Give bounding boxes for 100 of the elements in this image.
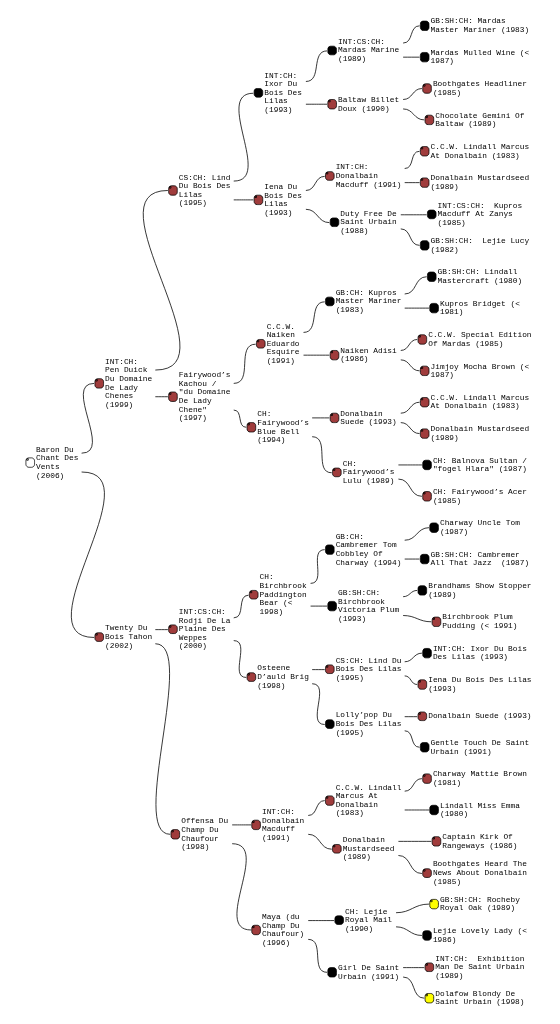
node-label: INT:CH: Donalbain Macduff (1991) xyxy=(261,806,305,842)
connector xyxy=(307,833,333,850)
node-label: C.C.W. Lindall Marcus At Donalbain (1983) xyxy=(430,392,530,411)
connector xyxy=(311,683,326,725)
connector xyxy=(404,150,420,169)
node-label: Chocolate Gemini Of Baltaw (1989) xyxy=(435,110,525,129)
connector xyxy=(395,903,430,914)
node-label: Fairywood’s Kachou / "du Domaine De Lady Chene" (1997) xyxy=(178,370,231,423)
node-label: INT:CH: Donalbain Macduff (1991) xyxy=(335,162,402,189)
node-label: GB:SH:CH: Cambremer All That Jazz (1987) xyxy=(430,549,530,568)
node-label: Kupros Bridget (< 1981) xyxy=(439,298,520,317)
node-label: Birchbrook Plum Pudding (< 1991) xyxy=(442,612,518,631)
connector xyxy=(398,478,423,497)
node-label: Donalbain Suede (1993) xyxy=(428,711,532,721)
node-label: INT:CH: Ixor Du Bois Des Lilas (1993) xyxy=(264,70,302,115)
connector xyxy=(233,199,254,201)
connector xyxy=(307,800,326,816)
node-label: Offensa Du Champ Du Chaufour (1998) xyxy=(181,816,229,852)
connector xyxy=(311,417,330,419)
node-label: GB:SH:CH: Lejie Lucy (1982) xyxy=(430,236,530,254)
connector xyxy=(303,301,326,333)
node-label: GB:SH:CH: Lindall Mastercraft (1980) xyxy=(437,267,523,286)
node-label: INT:CH: Pen Duick Du Domaine De Lady Chenes (1999) xyxy=(105,356,153,409)
connector xyxy=(395,926,423,936)
connector xyxy=(402,88,423,100)
node-label: CH: Fairywood’s Blue Bell (1994) xyxy=(257,409,309,445)
connector xyxy=(303,354,330,356)
node-label: Donalbain Mustardseed (1989) xyxy=(430,424,530,442)
node-label: C.C.W. Special Edition Of Mardas (1985) xyxy=(428,330,532,348)
connector xyxy=(400,214,428,216)
node-label: C.C.W. Lindall Marcus At Donalbain (1983) xyxy=(335,782,402,818)
node-label: CH: Lejie Royal Mail (1990) xyxy=(345,906,393,933)
connector xyxy=(404,527,430,541)
connector xyxy=(311,436,333,474)
node-label: INT:CH: Exhibition Man De Saint Urbain (1989) xyxy=(435,953,525,980)
node-label: C.C.W. Lindall Marcus At Donalbain (1983) xyxy=(430,141,530,160)
connector xyxy=(398,840,432,842)
node-label: Lolly’pop Du Bois Des Lilas (1995) xyxy=(335,710,402,737)
node-label: CS:CH: Lind Du Bois Des Lilas (1995) xyxy=(335,655,402,682)
node-label: Lejie Lovely Lady (< 1986) xyxy=(432,926,527,944)
node-label: INT:CS:CH: Kupros Macduff At Zanys (1985) xyxy=(437,200,523,227)
node-label: Iena Du Bois Des Lilas (1993) xyxy=(428,675,532,693)
connector xyxy=(81,383,95,454)
node-label: Naiken Adisi (1986) xyxy=(340,345,397,364)
connector xyxy=(310,549,326,584)
connector xyxy=(400,401,420,414)
node-label: Lindall Miss Emma (1980) xyxy=(439,800,520,819)
node-label: Baron Du Chant Des Vents (2006) xyxy=(36,444,79,480)
node-label: CH: Birchbrook Paddington Bear (< 1998) xyxy=(259,572,307,616)
node-label: CS:CH: Lind Du Bois Des Lilas (1995) xyxy=(178,172,231,208)
connector xyxy=(402,976,425,999)
node-label: Dolafow Blondy De Saint Urbain (1998) xyxy=(435,988,525,1007)
node-label: C.C.W. Naiken Eduardo Esquire (1991) xyxy=(266,321,300,365)
node-label: Boothgates Headliner (1985) xyxy=(432,79,527,97)
connector xyxy=(305,208,330,223)
connector xyxy=(400,228,420,246)
node-label: Gentle Touch De Saint Urbain (1991) xyxy=(430,737,530,756)
node-label: Charway Uncle Tom (1987) xyxy=(439,518,520,536)
node-label: INT:CS:CH: Mardas Marine (1989) xyxy=(338,36,400,64)
connector xyxy=(400,339,418,351)
node-label: Boothgates Heard The News About Donalbain (1985) xyxy=(432,859,527,886)
connector xyxy=(404,809,430,811)
connector xyxy=(154,396,169,398)
connector xyxy=(404,307,430,309)
connector xyxy=(400,422,420,434)
connector xyxy=(398,855,423,874)
node-label: Brandhams Show Stopper (1989) xyxy=(428,581,532,599)
connector xyxy=(231,843,252,931)
connector xyxy=(154,643,171,835)
connector xyxy=(402,56,420,58)
connector xyxy=(402,967,425,968)
connector xyxy=(307,920,335,921)
connector xyxy=(311,669,326,670)
connector xyxy=(305,175,326,191)
node-label: CH: Fairywood’s Lulu (1989) xyxy=(342,458,395,485)
connector xyxy=(154,629,169,630)
node-label: Girl De Saint Urbain (1991) xyxy=(338,962,400,981)
node-label: Captain Kirk Of Rangeways (1986) xyxy=(442,832,518,850)
node-label: GB:CH: Cambremer Tom Cobbley Of Charway (1994) xyxy=(335,531,402,567)
node-label: Charway Mattie Brown (1981) xyxy=(432,769,527,787)
connector xyxy=(402,590,418,598)
connector xyxy=(404,182,420,184)
node-label: Iena Du Bois Des Lilas (1993) xyxy=(264,181,302,217)
node-label: INT:CS:CH: Rodji De La Plaine Des Weppes (2000) xyxy=(178,606,231,651)
node-label: GB:SH:CH: Mardas Master Mariner (1983) xyxy=(430,16,530,35)
connector xyxy=(404,276,428,295)
connector xyxy=(233,92,254,182)
node-label: GB:CH: Kupros Master Mariner (1983) xyxy=(335,287,402,315)
connector xyxy=(404,558,420,560)
connector xyxy=(402,25,420,44)
node-label: GB:SH:CH: Birchbrook Victoria Plum (1993) xyxy=(338,588,400,623)
connector xyxy=(402,615,432,623)
node-label: Donalbain Suede (1993) xyxy=(340,408,397,427)
node-label: Osteene D’auld Brig (1998) xyxy=(257,663,309,690)
node-label: CH: Fairywood’s Acer (1985) xyxy=(432,486,527,505)
node-label: Donalbain Mustardseed (1989) xyxy=(342,835,395,862)
connector xyxy=(404,675,418,685)
node-label: Baltaw Billet Doux (1990) xyxy=(338,94,400,113)
node-label: Donalbain Mustardseed (1989) xyxy=(430,173,530,191)
node-label: CH: Balnova Sultan / "fogel Hlara" (1987) xyxy=(432,455,527,474)
